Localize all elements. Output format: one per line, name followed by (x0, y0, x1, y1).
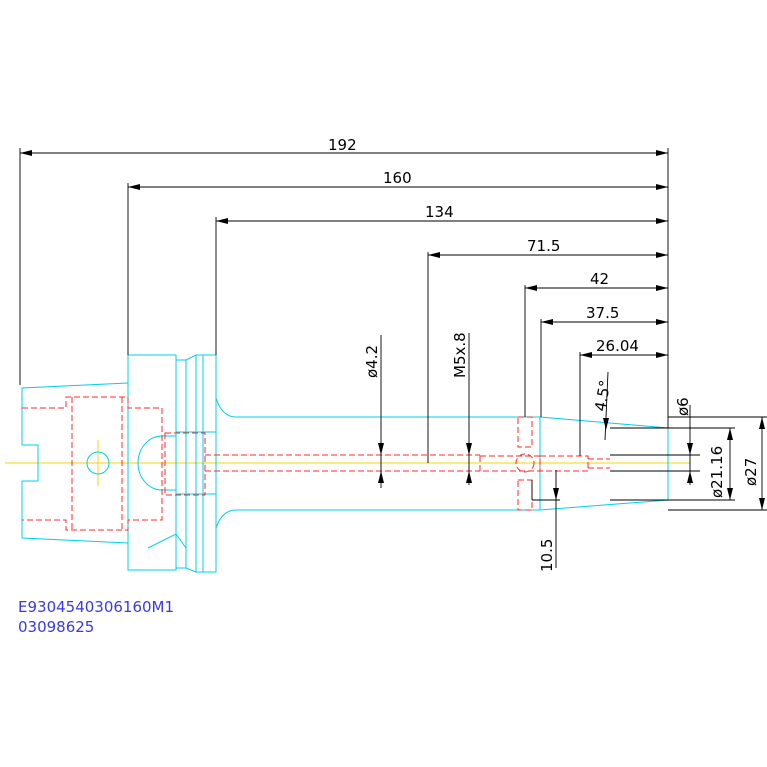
dim-37-5: 37.5 (586, 304, 619, 322)
dimension-texts: 192 160 134 71.5 42 37.5 26.04 ø4.2 M5x.… (328, 136, 760, 572)
dim-134: 134 (425, 203, 454, 221)
dim-dia-27: ø27 (742, 458, 760, 486)
dim-42: 42 (590, 270, 609, 288)
dim-dia-21-16: ø21.16 (708, 446, 726, 498)
arrowheads (20, 150, 765, 510)
dim-160: 160 (383, 169, 412, 187)
part-code: E9304540306160M1 (18, 598, 174, 616)
hidden-lines (22, 396, 610, 531)
dim-dia-4-2: ø4.2 (363, 345, 381, 378)
dimension-lines (19, 148, 767, 568)
centerlines (5, 440, 690, 486)
dim-angle: 4.5° (591, 379, 614, 413)
dim-dia-6: ø6 (674, 397, 692, 416)
dim-26-04: 26.04 (596, 337, 639, 355)
dim-192: 192 (328, 136, 357, 154)
part-identification: E9304540306160M1 03098625 (18, 598, 174, 636)
dim-71-5: 71.5 (527, 237, 560, 255)
part-number: 03098625 (18, 618, 94, 636)
dim-10-5: 10.5 (538, 539, 556, 572)
dim-thread-m5: M5x.8 (451, 332, 469, 378)
